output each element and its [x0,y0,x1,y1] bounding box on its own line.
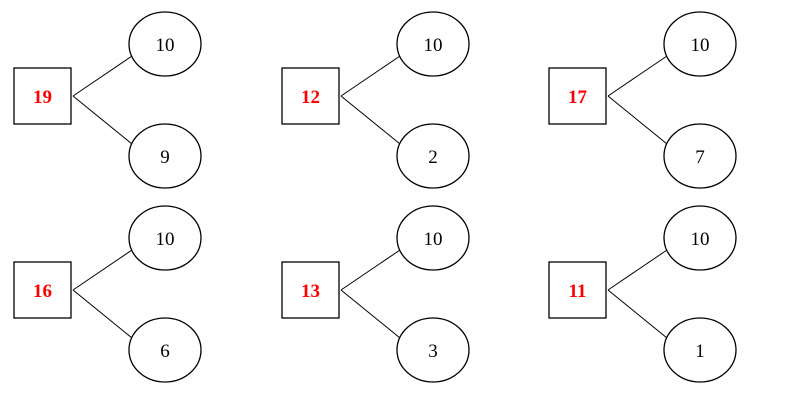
part-value-bottom: 3 [428,341,438,362]
connector-line-bottom [340,289,401,339]
connector-line-bottom [340,95,401,145]
part-circle-bottom [663,317,737,383]
part-value-top: 10 [424,229,443,250]
connector-line-top [340,249,401,291]
connector-line-bottom [72,95,133,145]
part-circle-bottom [128,123,202,189]
total-box [13,67,72,125]
connector-line-top [340,55,401,97]
part-circle-top [396,11,470,77]
part-value-bottom: 2 [428,147,438,168]
connector-line-bottom [72,289,133,339]
part-value-top: 10 [424,35,443,56]
part-circle-top [128,205,202,271]
connector-line-bottom [607,289,668,339]
part-circle-top [663,11,737,77]
part-circle-top [396,205,470,271]
number-bond: 19 10 9 [13,11,202,189]
total-value: 12 [301,87,320,108]
part-value-bottom: 7 [695,147,705,168]
connector-line-top [72,249,133,291]
total-value: 11 [569,281,587,302]
part-value-bottom: 9 [160,147,170,168]
total-value: 13 [301,281,320,302]
part-circle-bottom [396,123,470,189]
connector-line-top [607,249,668,291]
total-box [548,67,607,125]
total-value: 16 [33,281,52,302]
part-circle-bottom [663,123,737,189]
part-value-top: 10 [156,35,175,56]
total-box [281,261,340,319]
part-value-top: 10 [691,35,710,56]
total-value: 19 [33,87,52,108]
part-value-bottom: 1 [695,341,705,362]
number-bond: 16 10 6 [13,205,202,383]
connector-line-bottom [607,95,668,145]
number-bond: 17 10 7 [548,11,737,189]
part-circle-bottom [396,317,470,383]
part-circle-top [663,205,737,271]
number-bond: 11 10 1 [548,205,737,383]
total-box [281,67,340,125]
total-box [548,261,607,319]
part-circle-top [128,11,202,77]
connector-line-top [72,55,133,97]
total-value: 17 [568,87,588,108]
part-circle-bottom [128,317,202,383]
part-value-bottom: 6 [160,341,170,362]
connector-line-top [607,55,668,97]
part-value-top: 10 [691,229,710,250]
number-bond: 13 10 3 [281,205,470,383]
total-box [13,261,72,319]
part-value-top: 10 [156,229,175,250]
number-bond: 12 10 2 [281,11,470,189]
